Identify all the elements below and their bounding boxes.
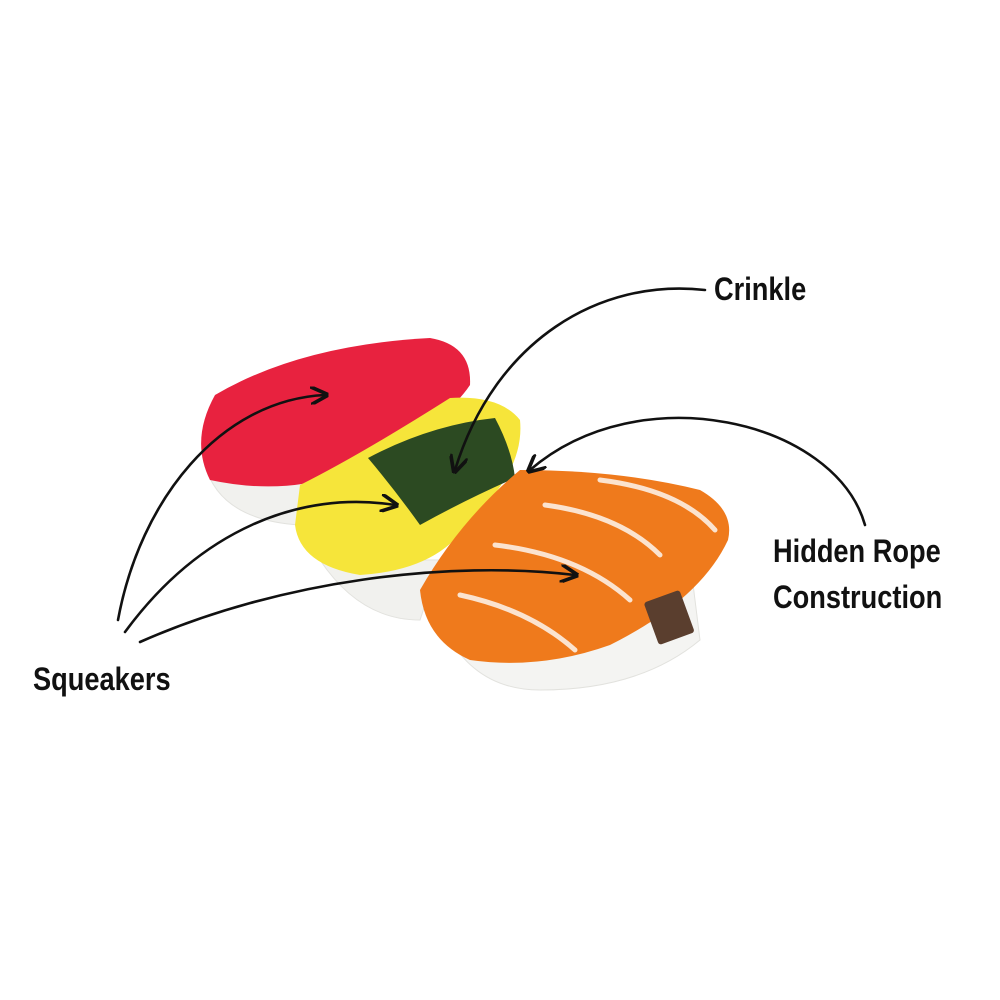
arrow-hidden-rope	[530, 416, 867, 527]
callout-squeakers: Squeakers	[33, 661, 171, 697]
arrow-squeaker-tuna	[116, 395, 325, 622]
arrow-crinkle	[455, 287, 707, 470]
callout-hidden-rope-line1: Hidden Rope	[773, 533, 941, 569]
arrow-squeaker-salmon	[138, 570, 575, 644]
nori-band	[368, 418, 515, 525]
salmon-stripes	[457, 477, 718, 653]
brand-tag	[644, 590, 694, 645]
callout-hidden-rope-line2: Construction	[773, 579, 943, 615]
tuna-piece	[201, 338, 471, 487]
callout-crinkle: Crinkle	[714, 271, 807, 307]
arrow-squeaker-tamago	[123, 502, 395, 634]
